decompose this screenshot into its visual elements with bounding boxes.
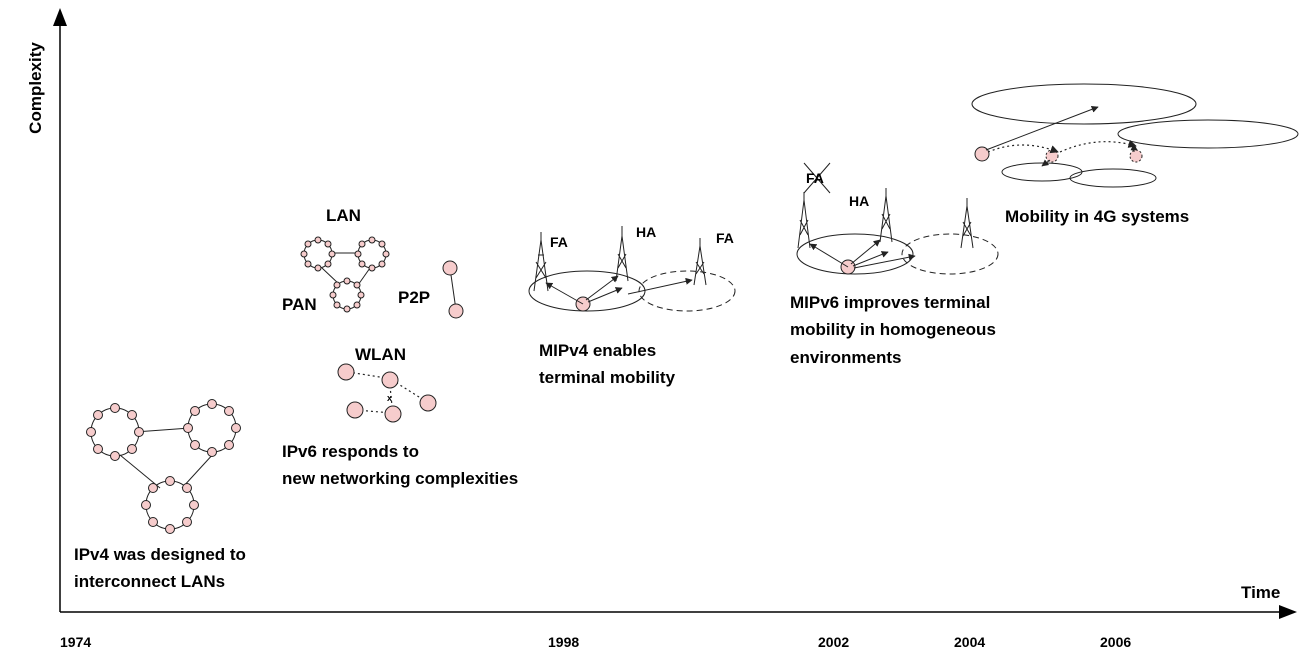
year-tick-label: 1974 xyxy=(60,634,91,650)
lan-ring xyxy=(86,403,144,461)
crossed-out-fa-mark xyxy=(803,162,831,194)
ha-label: HA xyxy=(849,193,869,209)
axes: Complexity Time 1974 1998 2002 2004 2006 xyxy=(26,8,1297,650)
ipv6-caption-line2: new networking complexities xyxy=(282,469,518,488)
ipv4-caption-line1: IPv4 was designed to xyxy=(74,545,246,564)
year-tick-label: 1998 xyxy=(548,634,579,650)
p2p-link xyxy=(442,260,464,319)
x-axis-label: Time xyxy=(1241,583,1280,602)
wlan-x-mark: x xyxy=(387,393,392,403)
g4-mobility-diagram xyxy=(971,83,1299,188)
p2p-label: P2P xyxy=(398,288,430,307)
mipv6-caption-line1: MIPv6 improves terminal xyxy=(790,293,990,312)
mipv4-caption-line2: terminal mobility xyxy=(539,368,676,387)
lan-ring xyxy=(183,399,241,457)
ipv4-caption-line2: interconnect LANs xyxy=(74,572,225,591)
x-axis-arrowhead xyxy=(1279,605,1297,619)
mipv6-mobility-diagram xyxy=(796,162,999,275)
wlan-network: x xyxy=(337,363,437,423)
ipv4-lan-network xyxy=(86,399,241,534)
y-axis-label: Complexity xyxy=(26,42,45,134)
year-tick-label: 2004 xyxy=(954,634,985,650)
fa-label: FA xyxy=(550,234,568,250)
mipv6-caption-line3: environments xyxy=(790,348,901,367)
ipv6-caption-line1: IPv6 responds to xyxy=(282,442,419,461)
lan-ring xyxy=(141,476,199,534)
year-tick-label: 2006 xyxy=(1100,634,1131,650)
lan-pan-network xyxy=(300,236,390,313)
pan-label: PAN xyxy=(282,295,317,314)
mipv4-caption-line1: MIPv4 enables xyxy=(539,341,656,360)
wlan-label: WLAN xyxy=(355,345,406,364)
fa-label: FA xyxy=(806,170,824,186)
g4-caption: Mobility in 4G systems xyxy=(1005,207,1189,226)
year-tick-label: 2002 xyxy=(818,634,849,650)
mipv6-caption-line2: mobility in homogeneous xyxy=(790,320,996,339)
ha-label: HA xyxy=(636,224,656,240)
mipv4-mobility-diagram xyxy=(528,226,736,312)
fa-label: FA xyxy=(716,230,734,246)
y-axis-arrowhead xyxy=(53,8,67,26)
lan-label: LAN xyxy=(326,206,361,225)
